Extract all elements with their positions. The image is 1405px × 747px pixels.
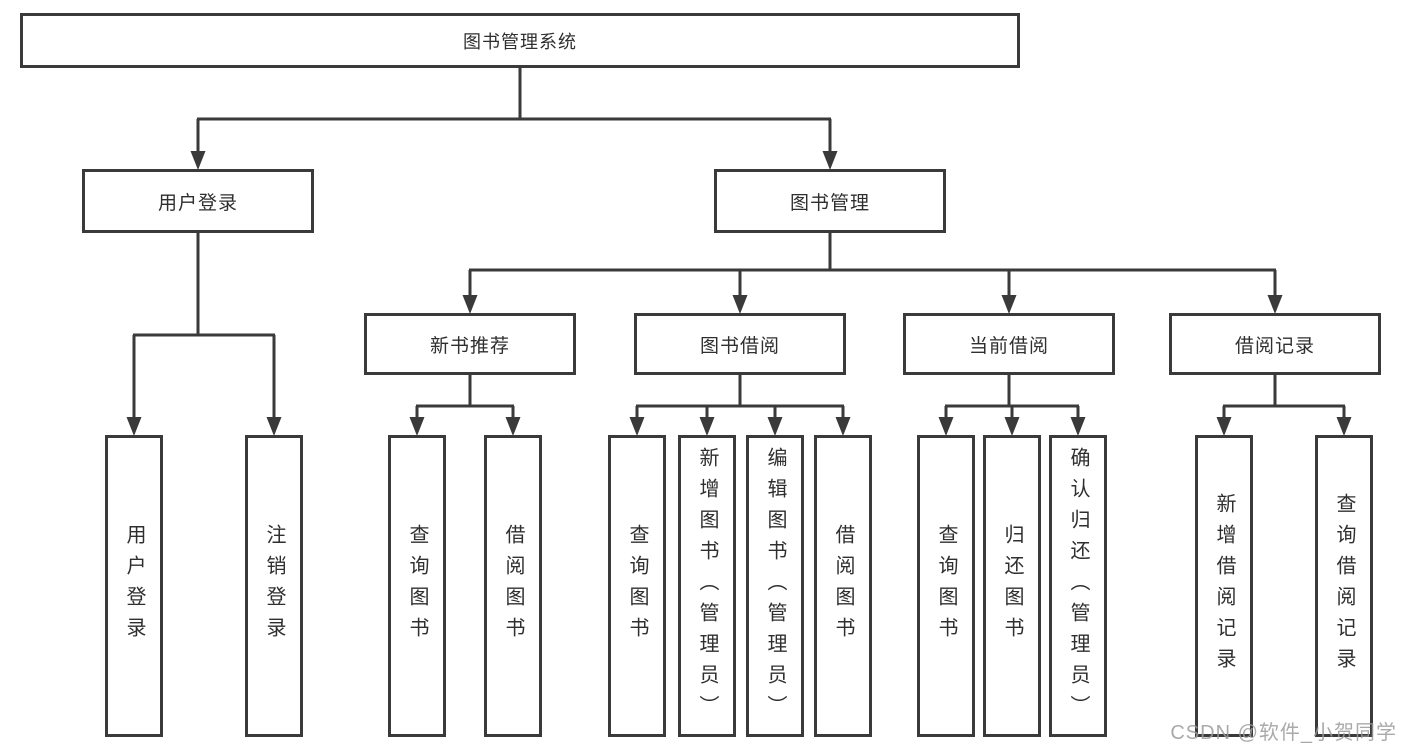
arrow-down-icon bbox=[1004, 417, 1020, 436]
node-current-borrowing: 当前借阅 bbox=[903, 313, 1115, 375]
leaf-logout-login: 注销登录 bbox=[245, 435, 303, 737]
node-book-borrowing: 图书借阅 bbox=[634, 313, 846, 375]
leaf-query-borrow-record: 查询借阅记录 bbox=[1315, 435, 1373, 737]
leaf-borrow-books-recommend: 借阅图书 bbox=[484, 435, 542, 737]
leaf-confirm-return-admin: 确认归还（管理员） bbox=[1049, 435, 1107, 737]
node-label: 注销登录 bbox=[263, 524, 285, 648]
node-label: 用户登录 bbox=[123, 524, 145, 648]
leaf-query-books-current: 查询图书 bbox=[917, 435, 975, 737]
leaf-query-books-borrowing: 查询图书 bbox=[608, 435, 666, 737]
node-new-book-recommendation: 新书推荐 bbox=[364, 313, 576, 375]
node-label: 借阅记录 bbox=[1234, 335, 1315, 357]
arrow-down-icon bbox=[938, 417, 954, 436]
leaf-add-borrow-record: 新增借阅记录 bbox=[1195, 435, 1253, 737]
leaf-borrow-books-borrowing: 借阅图书 bbox=[814, 435, 872, 737]
node-label: 新增借阅记录 bbox=[1213, 493, 1235, 679]
node-label: 查询图书 bbox=[935, 524, 957, 648]
leaf-return-books: 归还图书 bbox=[983, 435, 1041, 737]
arrow-down-icon bbox=[767, 417, 783, 436]
arrow-down-icon bbox=[126, 417, 142, 436]
node-label: 当前借阅 bbox=[968, 335, 1049, 357]
node-label: 借阅图书 bbox=[502, 524, 524, 648]
node-label: 编辑图书（管理员） bbox=[764, 446, 786, 726]
leaf-edit-books-admin: 编辑图书（管理员） bbox=[746, 435, 804, 737]
arrow-down-icon bbox=[190, 151, 206, 170]
node-label: 新书推荐 bbox=[429, 335, 510, 357]
node-book-management: 图书管理 bbox=[714, 169, 946, 233]
arrow-down-icon bbox=[822, 151, 838, 170]
arrow-down-icon bbox=[1001, 295, 1017, 314]
arrow-down-icon bbox=[835, 417, 851, 436]
node-label: 查询图书 bbox=[406, 524, 428, 648]
node-borrowing-records: 借阅记录 bbox=[1169, 313, 1381, 375]
node-label: 归还图书 bbox=[1001, 524, 1023, 648]
leaf-add-books-admin: 新增图书（管理员） bbox=[678, 435, 736, 737]
arrow-down-icon bbox=[266, 417, 282, 436]
leaf-user-login: 用户登录 bbox=[105, 435, 163, 737]
node-label: 确认归还（管理员） bbox=[1067, 446, 1089, 726]
arrow-down-icon bbox=[409, 417, 425, 436]
node-label: 新增图书（管理员） bbox=[696, 446, 718, 726]
arrow-down-icon bbox=[462, 295, 478, 314]
node-label: 用户登录 bbox=[157, 192, 238, 214]
arrow-down-icon bbox=[1267, 295, 1283, 314]
node-label: 查询图书 bbox=[626, 524, 648, 648]
node-label: 查询借阅记录 bbox=[1333, 493, 1355, 679]
watermark-csdn: CSDN @软件_小贺同学 bbox=[1170, 722, 1397, 744]
arrow-down-icon bbox=[1216, 417, 1232, 436]
node-label: 图书管理系统 bbox=[463, 31, 577, 52]
arrow-down-icon bbox=[1070, 417, 1086, 436]
node-label: 图书管理 bbox=[789, 192, 870, 214]
arrow-down-icon bbox=[1336, 417, 1352, 436]
node-user-login: 用户登录 bbox=[82, 169, 314, 233]
arrow-down-icon bbox=[505, 417, 521, 436]
node-label: 图书借阅 bbox=[699, 335, 780, 357]
arrow-down-icon bbox=[732, 295, 748, 314]
arrow-down-icon bbox=[699, 417, 715, 436]
leaf-query-books-recommend: 查询图书 bbox=[388, 435, 446, 737]
node-label: 借阅图书 bbox=[832, 524, 854, 648]
arrow-down-icon bbox=[629, 417, 645, 436]
node-library-system: 图书管理系统 bbox=[20, 13, 1020, 68]
